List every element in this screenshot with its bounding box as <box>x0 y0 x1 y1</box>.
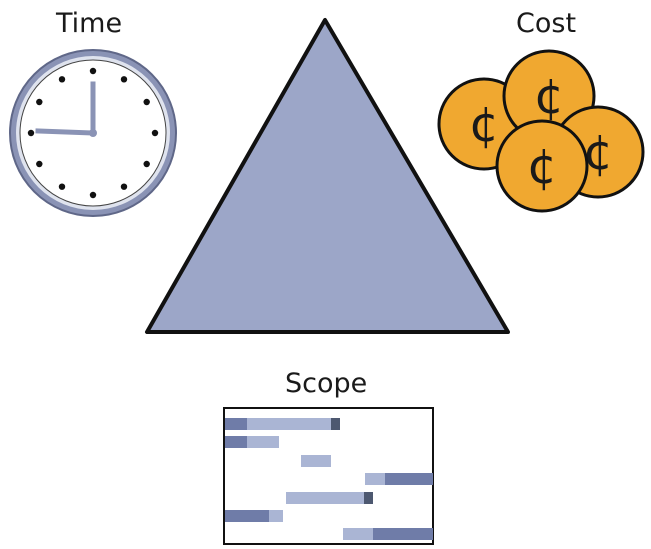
time-label: Time <box>56 8 123 39</box>
scope-task-bar <box>301 455 331 467</box>
scope-task-bar <box>225 418 333 430</box>
scope-task-bar-segment <box>373 528 433 540</box>
clock-hour-dot <box>120 183 128 190</box>
svg-text:¢: ¢ <box>527 139 558 195</box>
scope-task-bar-end <box>331 418 340 430</box>
clock-icon <box>9 49 177 217</box>
project-triangle <box>145 18 510 334</box>
scope-task-bar-segment <box>225 418 247 430</box>
svg-text:¢: ¢ <box>469 97 500 153</box>
svg-text:¢: ¢ <box>534 69 565 125</box>
clock-hour-dot <box>143 98 150 106</box>
clock-hour-dot <box>89 67 97 75</box>
clock-hour-dot <box>27 129 35 137</box>
coin-icon: ¢ <box>495 119 589 213</box>
scope-task-bar-segment <box>225 510 269 522</box>
scope-task-bar-segment <box>225 436 247 448</box>
clock-hour-dot <box>151 129 159 137</box>
scope-label: Scope <box>285 368 368 399</box>
cost-label: Cost <box>516 8 577 39</box>
clock-hour-dot <box>58 76 66 83</box>
scope-chart-icon <box>223 407 434 545</box>
scope-task-bar <box>286 492 372 504</box>
coins-icon: ¢¢¢¢ <box>437 49 645 213</box>
clock-hour-dot <box>143 160 150 168</box>
clock-hour-dot <box>89 191 97 199</box>
clock-hour-dot <box>36 160 43 168</box>
scope-task-bar-segment <box>385 473 433 485</box>
clock-hour-dot <box>120 76 128 83</box>
scope-task-bar-end <box>364 492 373 504</box>
clock-hour-dot <box>58 183 66 190</box>
clock-hour-dot <box>36 98 43 106</box>
